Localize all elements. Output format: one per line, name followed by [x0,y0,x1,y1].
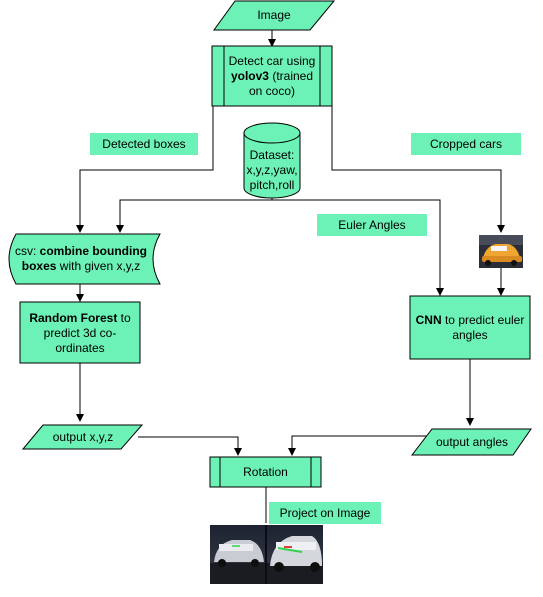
edge-detect-to-cropped-image [331,106,505,233]
projection-result-image [210,525,323,584]
output-angles-label: output angles [435,434,509,449]
dataset-node [243,122,301,199]
detect-car-label: Detect car using yolov3 (trained on coco… [228,53,316,98]
output-xyz-label: output x,y,z [52,429,114,444]
edge-dataset-to-cnn [271,198,444,296]
csv-node [8,233,161,285]
image-label: Image [257,8,291,22]
cropped-car-image [479,235,523,268]
euler-angles-label: Euler Angles [317,214,427,236]
output-xyz-node [21,424,144,450]
output-angles-node [410,428,532,456]
cnn-node [409,295,531,360]
cropped-cars-label: Cropped cars [411,133,521,155]
detect-car-node [211,45,333,107]
edge-detect-to-csv [76,106,214,233]
cnn-label: CNN to predict euler angles [415,313,525,342]
rotation-node [209,456,322,488]
random-forest-node [19,301,141,364]
dataset-label: Dataset: x,y,z,yaw, pitch,roll [246,147,298,192]
image-node [213,0,336,31]
edge-dataset-to-csv [116,198,273,233]
random-forest-label: Random Forest to predict 3d co-ordinates [29,310,131,355]
detected-boxes-label: Detected boxes [90,133,198,155]
edge-output-xyz-to-rotation [138,436,242,456]
edge-output-angles-to-rotation [288,435,428,456]
project-on-image-label: Project on Image [269,502,381,524]
csv-label: csv: combine bounding boxes with given x… [15,244,147,273]
rotation-label: Rotation [243,464,288,479]
